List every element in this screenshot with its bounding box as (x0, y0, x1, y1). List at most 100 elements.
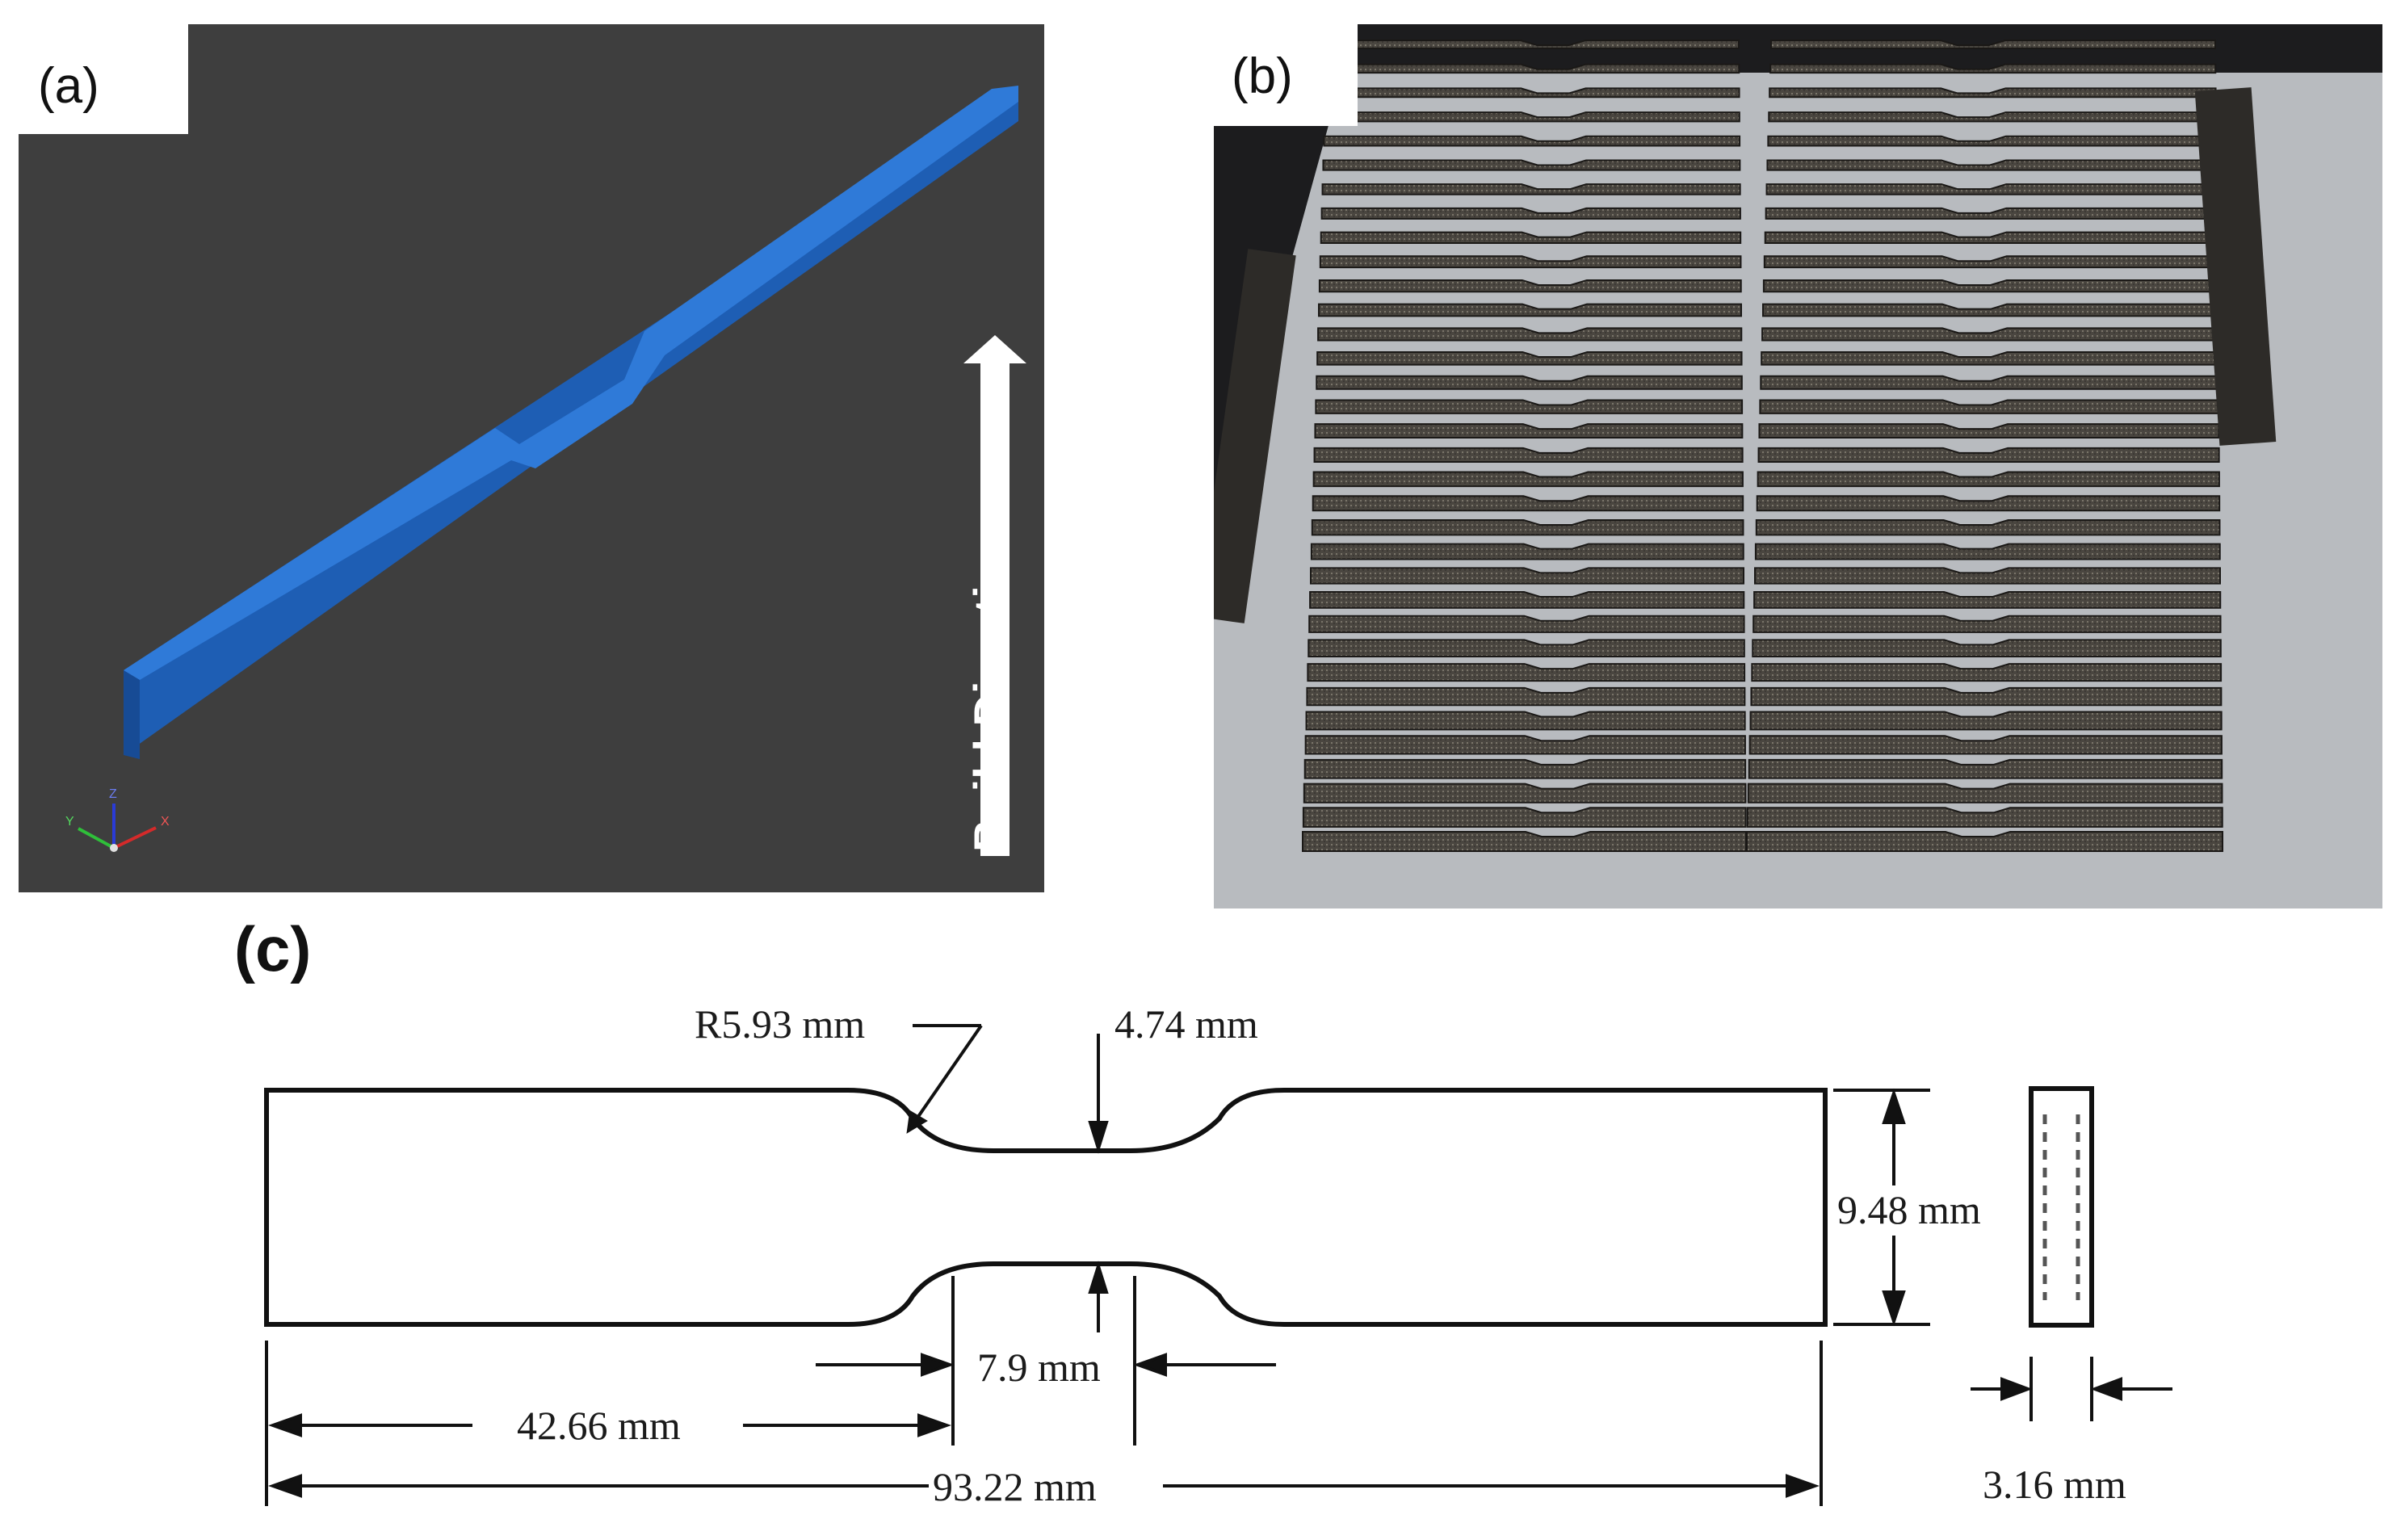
printed-specimen-bar (1316, 375, 1743, 390)
axis-triad: Z Y X (65, 787, 170, 852)
grip-width-arrowhead-bottom (1882, 1290, 1906, 1327)
printed-specimen-bar (1754, 543, 2221, 560)
printed-specimen-bar (1304, 735, 1746, 755)
overall-length-label: 93.22 mm (933, 1464, 1097, 1509)
printed-specimen-bar (1749, 711, 2223, 731)
printed-specimen-bar (1315, 399, 1744, 414)
printed-specimens-photo: (b) (1214, 24, 2382, 908)
x-axis-label: X (161, 815, 170, 829)
printed-specimen-bar (1752, 615, 2222, 633)
build-plate-illustration (1214, 40, 2382, 908)
overall-length-arrowhead-left (267, 1474, 302, 1498)
panel-b-label: (b) (1214, 24, 1358, 126)
printed-specimen-bar (1761, 327, 2219, 342)
printed-specimen-bar (1312, 471, 1744, 488)
printed-specimen-bar (1302, 831, 1747, 852)
printed-specimen-bar (1309, 591, 1745, 609)
thickness-arrowhead-left (2000, 1377, 2033, 1401)
printed-specimen-bar (1305, 711, 1746, 731)
printed-specimen-bar (1316, 351, 1743, 366)
printed-specimen-bar (1303, 783, 1747, 804)
cad-specimen-render: Z Y X (65, 86, 1026, 856)
printed-specimen-bar (1755, 518, 2221, 536)
printed-specimen-bar (1762, 279, 2218, 293)
printed-specimen-bar (1314, 423, 1744, 439)
specimen-end-face (124, 670, 140, 759)
gauge-width-arrowhead-top (1088, 1121, 1109, 1154)
printed-specimen-bar (1310, 567, 1744, 585)
printed-specimen-bar (1317, 327, 1743, 342)
printed-specimen-bar (1322, 159, 1741, 171)
printed-specimen-bar (1748, 758, 2223, 779)
gauge-length-arrowhead-left (921, 1353, 955, 1377)
printed-specimen-bar (1770, 40, 2216, 49)
gauge-width-label: 4.74 mm (1114, 1001, 1258, 1047)
thickness-arrowhead-right (2090, 1377, 2122, 1401)
printed-specimen-bar (1746, 831, 2223, 852)
printed-specimen-bar (1764, 231, 2218, 244)
printed-specimen-bar (1757, 471, 2220, 488)
printed-specimen-bar (1302, 807, 1747, 828)
z-axis-label: Z (109, 787, 117, 801)
printed-specimen-bar (1762, 303, 2218, 317)
printed-specimen-bar (1765, 207, 2218, 220)
printed-specimen-bar (1763, 255, 2218, 269)
printed-specimen-bar (1324, 111, 1740, 123)
radius-leader-arrow (907, 1024, 983, 1132)
gauge-width-arrowhead-bottom (1088, 1261, 1109, 1294)
cross-section-hidden-lines (2042, 1114, 2080, 1300)
gauge-length-arrowhead-right (1132, 1353, 1167, 1377)
printed-specimen-bar (1769, 63, 2217, 74)
printed-specimen-bar (1759, 399, 2220, 414)
printed-specimen-bar (1752, 639, 2222, 658)
specimen-dimension-drawing: R5.93 mm 4.74 mm 9.48 mm 7.9 mm 42.66 mm… (264, 1001, 2172, 1509)
printed-specimen-bar (1312, 495, 1744, 512)
grip-width-label: 9.48 mm (1837, 1187, 1981, 1232)
gauge-length-label: 7.9 mm (977, 1345, 1101, 1390)
printed-specimen-bar (1308, 639, 1745, 658)
printed-specimen-bar (1319, 255, 1742, 269)
printed-specimen-bar (1303, 758, 1747, 779)
printed-specimen-bar (1320, 231, 1742, 244)
printed-specimen-bar (1769, 87, 2217, 99)
printed-specimen-bar (1306, 686, 1746, 707)
grip-width-arrowhead-top (1882, 1088, 1906, 1124)
y-axis-label: Y (65, 815, 74, 829)
printed-specimen-bar (1748, 735, 2223, 755)
cad-model-panel: Z Y X Build Direction (a) (19, 24, 1044, 892)
radius-arrowhead (906, 1110, 928, 1134)
printed-specimen-bar (1326, 40, 1740, 49)
thickness-label: 3.16 mm (1983, 1462, 2126, 1507)
panel-a-label: (a) (19, 24, 188, 134)
printed-specimen-bar (1766, 159, 2218, 171)
printed-specimen-bar (1758, 423, 2220, 439)
cross-section (2029, 1086, 2094, 1328)
printed-specimen-bar (1325, 63, 1740, 74)
fillet-radius-label: R5.93 mm (695, 1001, 865, 1047)
printed-specimen-bar (1753, 591, 2222, 609)
build-direction-label: Build Direction (964, 530, 1015, 852)
printed-specimen-bar (1318, 279, 1742, 293)
specimen-row-right (1746, 40, 2223, 852)
printed-specimen-bar (1756, 495, 2221, 512)
printed-specimen-bar (1751, 663, 2223, 682)
printed-specimen-bar (1765, 183, 2218, 195)
printed-specimen-bar (1750, 686, 2223, 707)
plate-support-left (1214, 249, 1296, 623)
printed-specimen-bar (1307, 663, 1746, 682)
printed-specimen-bar (1310, 543, 1744, 560)
shoulder-length-label: 42.66 mm (517, 1403, 681, 1448)
printed-specimen-bar (1760, 375, 2219, 390)
printed-specimen-bar (1320, 207, 1741, 220)
printed-specimen-bar (1324, 87, 1740, 99)
printed-specimen-bar (1754, 567, 2221, 585)
printed-specimen-bar (1311, 518, 1744, 536)
panel-c-label: (c) (234, 913, 312, 984)
printed-specimen-bar (1747, 783, 2223, 804)
printed-specimen-bar (1323, 135, 1741, 147)
printed-specimen-bar (1767, 135, 2218, 147)
printed-specimen-bar (1768, 111, 2217, 123)
specimen-row-left (1302, 40, 1747, 852)
printed-specimen-bar (1308, 615, 1745, 633)
shoulder-length-arrowhead-right (917, 1413, 952, 1437)
